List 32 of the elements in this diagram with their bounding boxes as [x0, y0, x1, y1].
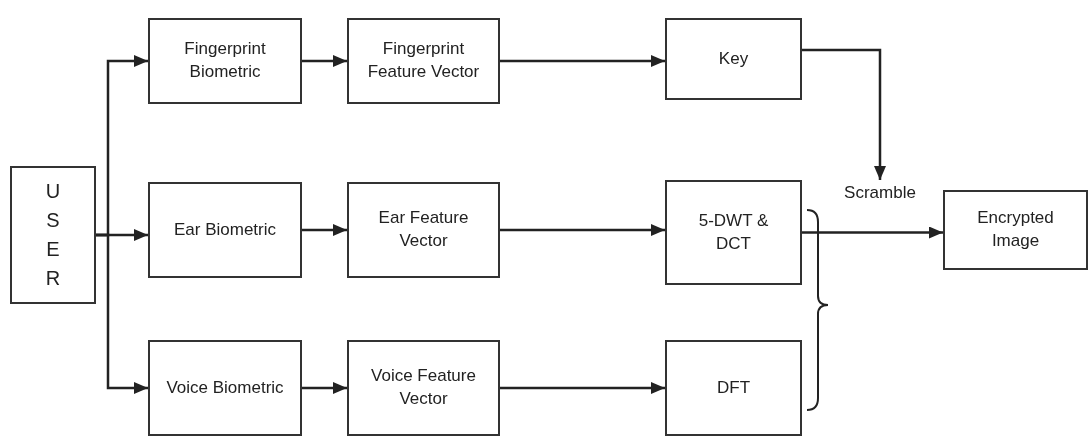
process-box [148, 182, 302, 278]
text-label: Scramble [844, 181, 916, 204]
box-label: Fingerprint Feature Vector [366, 38, 481, 83]
process-box [148, 18, 302, 104]
arrow [302, 55, 347, 67]
arrow [802, 48, 886, 180]
box-label: DFT [716, 376, 750, 399]
arrow [302, 382, 347, 394]
box-label: Key [718, 47, 749, 70]
process-box [665, 180, 802, 285]
box-label: Ear Biometric [174, 218, 276, 241]
box-label: Fingerprint Biometric [183, 38, 267, 83]
process-box [347, 182, 500, 278]
process-box [148, 340, 302, 436]
box-label: Voice Feature Vector [370, 365, 477, 410]
process-box [10, 166, 96, 304]
process-box [347, 18, 500, 104]
box-label: 5-DWT & DCT [697, 209, 770, 255]
arrow [96, 233, 148, 394]
box-label: Voice Biometric [166, 376, 284, 399]
arrow [500, 382, 665, 394]
arrow [500, 55, 665, 67]
arrow [500, 224, 665, 236]
box-label: Ear Feature Vector [377, 207, 470, 252]
process-box [665, 340, 802, 436]
arrow [802, 226, 943, 239]
process-box [665, 18, 802, 100]
box-label: Encrypted Image [976, 207, 1055, 252]
process-box [347, 340, 500, 436]
box-label: USER [44, 179, 62, 291]
arrow [302, 224, 347, 236]
process-box [943, 190, 1088, 270]
